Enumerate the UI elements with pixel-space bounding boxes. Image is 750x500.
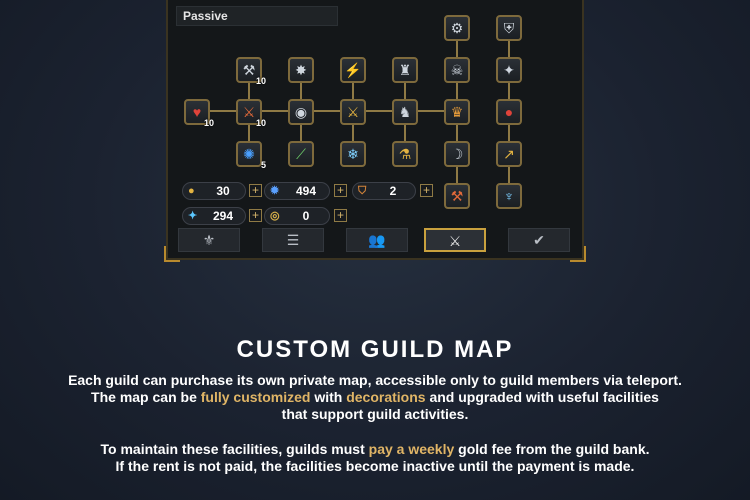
tab-guild-emblem[interactable]: ⚜	[178, 228, 240, 252]
ice-sword-icon[interactable]: ❄	[340, 141, 366, 167]
add-crystal-button[interactable]: +	[249, 209, 262, 222]
resource-crystal: ✦ 294	[182, 207, 246, 225]
mace-icon[interactable]: ⚒10	[236, 57, 266, 86]
tab-members[interactable]: 👥	[346, 228, 408, 252]
connector-line	[209, 110, 459, 112]
resource-gold: ● 30	[182, 182, 246, 200]
highlight-decorations: decorations	[346, 389, 426, 405]
crossed-swords-icon[interactable]: ⚔10	[236, 99, 266, 128]
passive-section-label: Passive	[176, 6, 338, 26]
panel-corner-right	[570, 246, 586, 262]
panel-corner-left	[164, 246, 180, 262]
blue-flame-icon[interactable]: ✺5	[236, 141, 266, 170]
add-bronze-shield-button[interactable]: +	[420, 184, 433, 197]
add-blue-gem-button[interactable]: +	[334, 184, 347, 197]
sword-slash-icon[interactable]: ⚔	[340, 99, 366, 125]
resource-coin: ◎ 0	[264, 207, 330, 225]
gold-drop-icon: ●	[188, 185, 195, 197]
fire-orb-icon[interactable]: ●	[496, 99, 522, 125]
totem-icon[interactable]: ♆	[496, 183, 522, 209]
crest-icon[interactable]: ♜	[392, 57, 418, 83]
add-gold-button[interactable]: +	[249, 184, 262, 197]
resource-bronze-shield: ⛉ 2	[352, 182, 416, 200]
description-paragraph-2: To maintain these facilities, guilds mus…	[100, 441, 650, 474]
hammer-icon[interactable]: ⚒	[444, 183, 470, 209]
tab-badge[interactable]: ✔	[508, 228, 570, 252]
panel-tab-bar: ⚜ ☰ 👥 ⚔ ✔	[170, 228, 582, 254]
claw-icon[interactable]: ✸	[288, 57, 314, 83]
guild-skill-panel: Passive ⚙ ⛨ ⚒10 ✸ ⚡ ♜ ☠ ✦ ♥10 ⚔10 ◉ ⚔ ♞ …	[164, 0, 586, 262]
badge-check-icon: ✔	[533, 232, 545, 248]
round-shield-icon[interactable]: ◉	[288, 99, 314, 125]
description-paragraph-1: Each guild can purchase its own private …	[68, 372, 682, 422]
add-coin-button[interactable]: +	[334, 209, 347, 222]
armor-icon[interactable]: ♛	[444, 99, 470, 125]
highlight-pay-weekly: pay a weekly	[368, 441, 455, 457]
tab-list[interactable]: ☰	[262, 228, 324, 252]
green-blade-icon[interactable]: ⟋	[288, 141, 314, 167]
guild-emblem-icon: ⚜	[202, 232, 216, 248]
spear-icon[interactable]: ↗	[496, 141, 522, 167]
section-title: CUSTOM GUILD MAP	[236, 336, 514, 363]
members-icon: 👥	[368, 232, 386, 248]
list-icon: ☰	[286, 232, 300, 248]
potion-icon[interactable]: ⚗	[392, 141, 418, 167]
resource-blue-gem: ✹ 494	[264, 182, 330, 200]
helmet-icon[interactable]: ♞	[392, 99, 418, 125]
shield-icon[interactable]: ⛨	[496, 15, 522, 41]
blue-gem-icon: ✹	[270, 185, 280, 197]
highlight-fully-customized: fully customized	[200, 389, 311, 405]
lightning-sword-icon[interactable]: ⚡	[340, 57, 366, 83]
tab-swords[interactable]: ⚔	[424, 228, 486, 252]
fire-sword-icon[interactable]: ✦	[496, 57, 522, 83]
swords-icon: ⚔	[448, 233, 462, 249]
crystal-icon: ✦	[188, 210, 198, 222]
coin-icon: ◎	[270, 210, 280, 222]
bronze-shield-icon: ⛉	[358, 185, 367, 197]
bow-icon[interactable]: ☽	[444, 141, 470, 167]
skull-icon[interactable]: ☠	[444, 57, 470, 83]
gear-icon[interactable]: ⚙	[444, 15, 470, 41]
heart-icon[interactable]: ♥10	[184, 99, 214, 128]
